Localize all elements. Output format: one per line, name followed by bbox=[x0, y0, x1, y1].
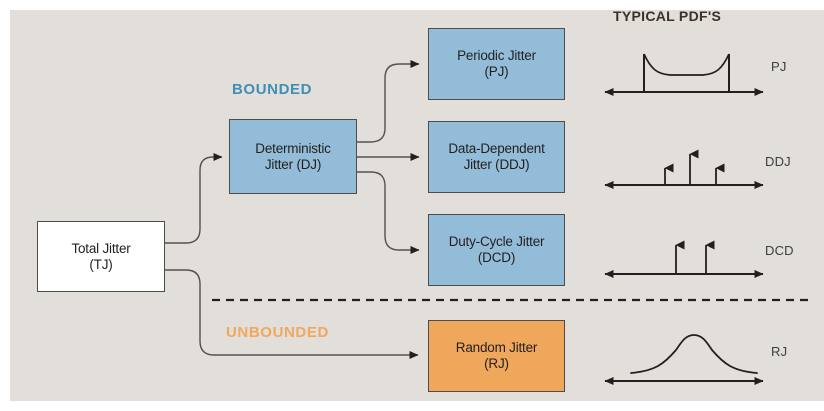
pdf-label-ddj: DDJ bbox=[765, 154, 791, 169]
pdf-plot-ddj bbox=[604, 149, 764, 189]
pdf-column-title: TYPICAL PDF'S bbox=[613, 8, 722, 24]
node-random-jitter[interactable]: Random Jitter (RJ) bbox=[428, 320, 565, 392]
node-periodic-jitter-line2: (PJ) bbox=[484, 64, 509, 79]
node-total-jitter[interactable]: Total Jitter (TJ) bbox=[37, 221, 165, 292]
pdf-label-pj: PJ bbox=[771, 59, 787, 74]
node-periodic-jitter[interactable]: Periodic Jitter (PJ) bbox=[428, 28, 565, 100]
group-label-unbounded: UNBOUNDED bbox=[226, 324, 329, 341]
node-total-jitter-line1: Total Jitter bbox=[71, 240, 131, 256]
group-label-bounded: BOUNDED bbox=[232, 81, 313, 98]
node-duty-cycle-jitter-line2: (DCD) bbox=[477, 250, 516, 265]
node-random-jitter-line1: Random Jitter bbox=[455, 340, 538, 355]
node-deterministic-jitter-line1: Deterministic bbox=[255, 140, 331, 156]
node-duty-cycle-jitter[interactable]: Duty-Cycle Jitter (DCD) bbox=[428, 214, 565, 286]
node-periodic-jitter-line1: Periodic Jitter bbox=[457, 48, 536, 63]
node-random-jitter-line2: (RJ) bbox=[484, 356, 509, 371]
node-duty-cycle-jitter-line1: Duty-Cycle Jitter bbox=[448, 234, 545, 249]
node-deterministic-jitter[interactable]: Deterministic Jitter (DJ) bbox=[229, 119, 357, 194]
node-data-dependent-jitter[interactable]: Data-Dependent Jitter (DDJ) bbox=[428, 121, 565, 193]
pdf-label-rj: RJ bbox=[771, 344, 788, 359]
pdf-plot-rj bbox=[604, 334, 764, 385]
pdf-label-dcd: DCD bbox=[765, 243, 794, 258]
node-total-jitter-line2: (TJ) bbox=[89, 256, 113, 272]
node-deterministic-jitter-line2: Jitter (DJ) bbox=[264, 156, 322, 172]
node-data-dependent-jitter-line1: Data-Dependent bbox=[448, 141, 545, 156]
node-data-dependent-jitter-line2: Jitter (DDJ) bbox=[463, 157, 530, 172]
pdf-plot-dcd bbox=[604, 240, 764, 278]
pdf-plot-pj bbox=[604, 53, 764, 96]
